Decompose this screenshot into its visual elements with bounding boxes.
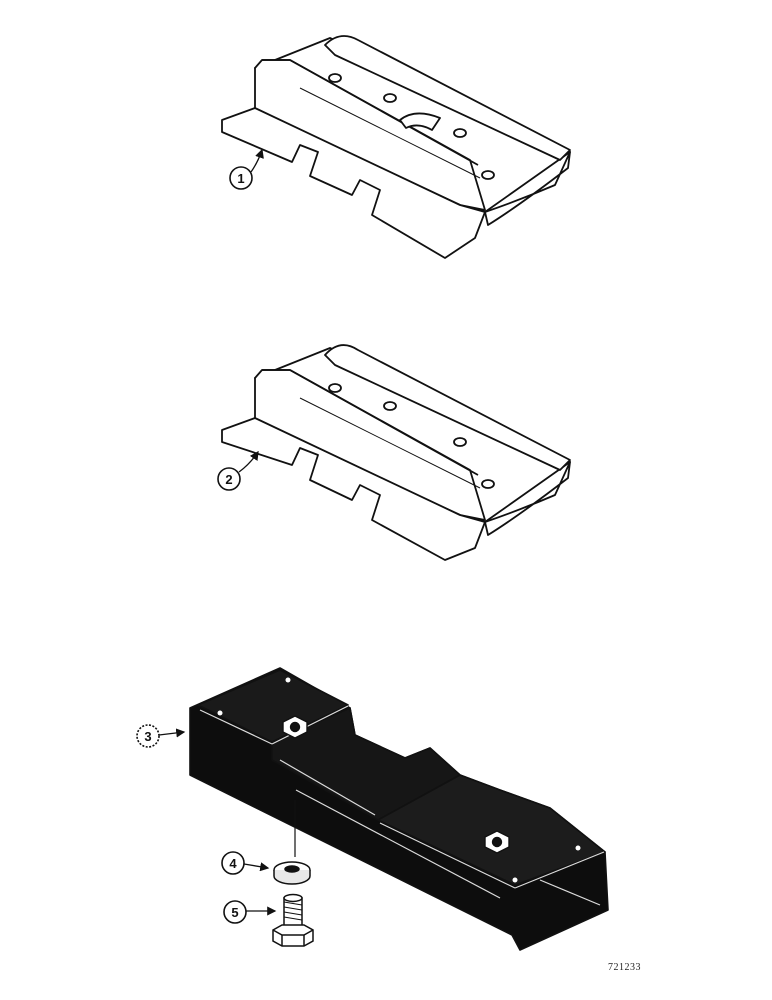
- bolt-5: [272, 893, 314, 947]
- washer-4: [273, 861, 311, 885]
- callout-4-label: 4: [229, 856, 237, 871]
- callout-5-label: 5: [231, 905, 238, 920]
- callout-2-label: 2: [225, 472, 232, 487]
- figure-number: 721233: [608, 962, 641, 973]
- rubber-pad-3: [189, 667, 609, 951]
- callout-4: 4: [221, 851, 270, 875]
- track-shoe-2: [221, 344, 571, 561]
- callout-1: 1: [229, 148, 264, 190]
- callout-1-label: 1: [237, 171, 244, 186]
- callout-2: 2: [217, 450, 259, 491]
- callout-3-label: 3: [144, 729, 151, 744]
- callout-5: 5: [223, 900, 277, 924]
- callout-3: 3: [136, 724, 186, 748]
- track-shoe-1: [221, 35, 571, 259]
